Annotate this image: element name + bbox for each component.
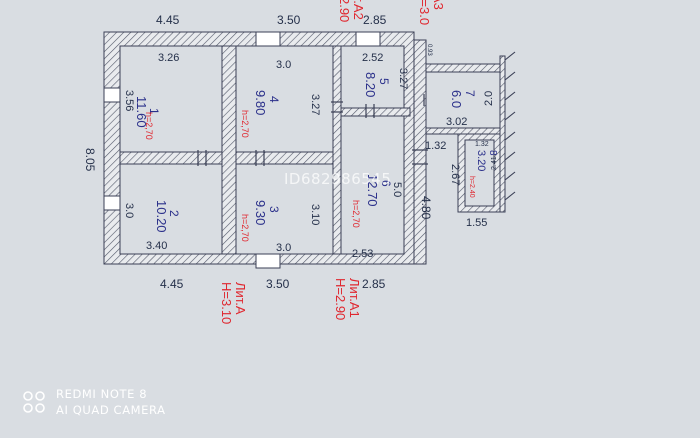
dim-bottom-right: 2.85: [362, 277, 386, 291]
room-3-area: 9.30: [253, 200, 268, 225]
room-4-area: 9.80: [253, 90, 268, 115]
lit-a3-label: Лит.А3: [431, 0, 446, 10]
dim-r6-bottom: 2.53: [352, 248, 373, 260]
room-7-number: 7: [463, 90, 477, 97]
room-5-area: 8.20: [363, 72, 378, 97]
lit-a-height: H=3.10: [219, 282, 234, 324]
dim-r5-top: 2.52: [362, 52, 383, 64]
room-2-number: 2: [167, 210, 181, 217]
dim-r8-bottom: 1.55: [466, 217, 487, 229]
dim-r6-side: 5.0: [391, 182, 403, 197]
dim-r4-side: 3.27: [309, 94, 321, 115]
dim-r7-bottom: 3.02: [446, 116, 467, 128]
room-1-area: 11.60: [134, 96, 149, 128]
dim-r1-side: 3.56: [123, 90, 135, 111]
litera-labels: Лит.А H=3.10 Лит.А1 H=2.90 Лит.А2 H=2.90…: [219, 0, 446, 324]
dim-r5-side: 3.27: [397, 68, 409, 89]
dim-r3-side: 3.10: [309, 204, 321, 225]
dim-r8-side: 2.67: [449, 164, 461, 185]
lit-a-label: Лит.А: [233, 282, 248, 315]
camera-watermark: REDMI NOTE 8 AI QUAD CAMERA: [22, 386, 166, 418]
camera-name: AI QUAD CAMERA: [56, 403, 166, 417]
dim-r2-side: 3.0: [123, 203, 135, 218]
dim-small-mark: 0.93: [426, 44, 432, 56]
dim-r8-small: 1.32: [475, 141, 489, 148]
room-4-number: 4: [267, 96, 281, 103]
dim-r4-top: 3.0: [276, 59, 291, 71]
room-6-number: 6: [379, 180, 393, 187]
dim-top-mid: 3.50: [277, 13, 301, 27]
room-8-height: h=2.40: [468, 176, 475, 198]
room-3-number: 3: [267, 206, 281, 213]
room-6-height: h=2,70: [351, 200, 361, 228]
dim-r7-side: 2.0: [483, 91, 495, 106]
dim-r8-top-left: 1.32: [425, 140, 446, 152]
doors: [197, 94, 428, 166]
dim-bottom-left: 4.45: [160, 277, 184, 291]
lit-a2-label: Лит.А2: [351, 0, 366, 20]
room-2-area: 10.20: [154, 200, 169, 233]
listing-id-watermark: ID682986545: [284, 170, 392, 188]
room-4-height: h=2,70: [240, 110, 250, 138]
room-1-height: h=2,70: [144, 112, 154, 140]
windows: [103, 31, 381, 269]
lit-a3-height: H=3.0: [417, 0, 432, 25]
room-5-number: 5: [377, 78, 391, 85]
dim-bottom-mid: 3.50: [266, 277, 290, 291]
lit-a1-label: Лит.А1: [347, 278, 362, 318]
dim-right-total: 4.80: [419, 196, 433, 220]
exterior-hatch: [504, 51, 516, 201]
dim-top-right: 2.85: [363, 13, 387, 27]
room-8-number: 8: [487, 150, 498, 156]
dim-r8-right: 2.41: [491, 156, 498, 170]
lit-a2-height: H=2.90: [337, 0, 352, 22]
dim-top-left: 4.45: [156, 13, 180, 27]
dim-r3-bottom: 3.0: [276, 242, 291, 254]
room-labels: 1 11.60 h=2,70 2 10.20 4 9.80 h=2,70 3 9…: [134, 72, 498, 242]
quad-camera-icon: [23, 391, 45, 413]
dimension-labels: 4.45 3.50 2.85 4.45 3.50 2.85 8.05 4.80 …: [83, 13, 498, 291]
dim-r2-bottom: 3.40: [146, 240, 167, 252]
dim-left-total: 8.05: [83, 148, 97, 172]
room-3-height: h=2,70: [240, 214, 250, 242]
room-7-area: 6.0: [449, 90, 464, 108]
room-1-number: 1: [147, 108, 161, 115]
lit-a1-height: H=2.90: [333, 278, 348, 320]
room-6-area: 12.70: [365, 174, 380, 207]
device-name: REDMI NOTE 8: [56, 387, 148, 401]
walls: [103, 31, 506, 265]
room-8-area: 3.20: [475, 150, 487, 171]
dim-r1-top: 3.26: [158, 52, 179, 64]
